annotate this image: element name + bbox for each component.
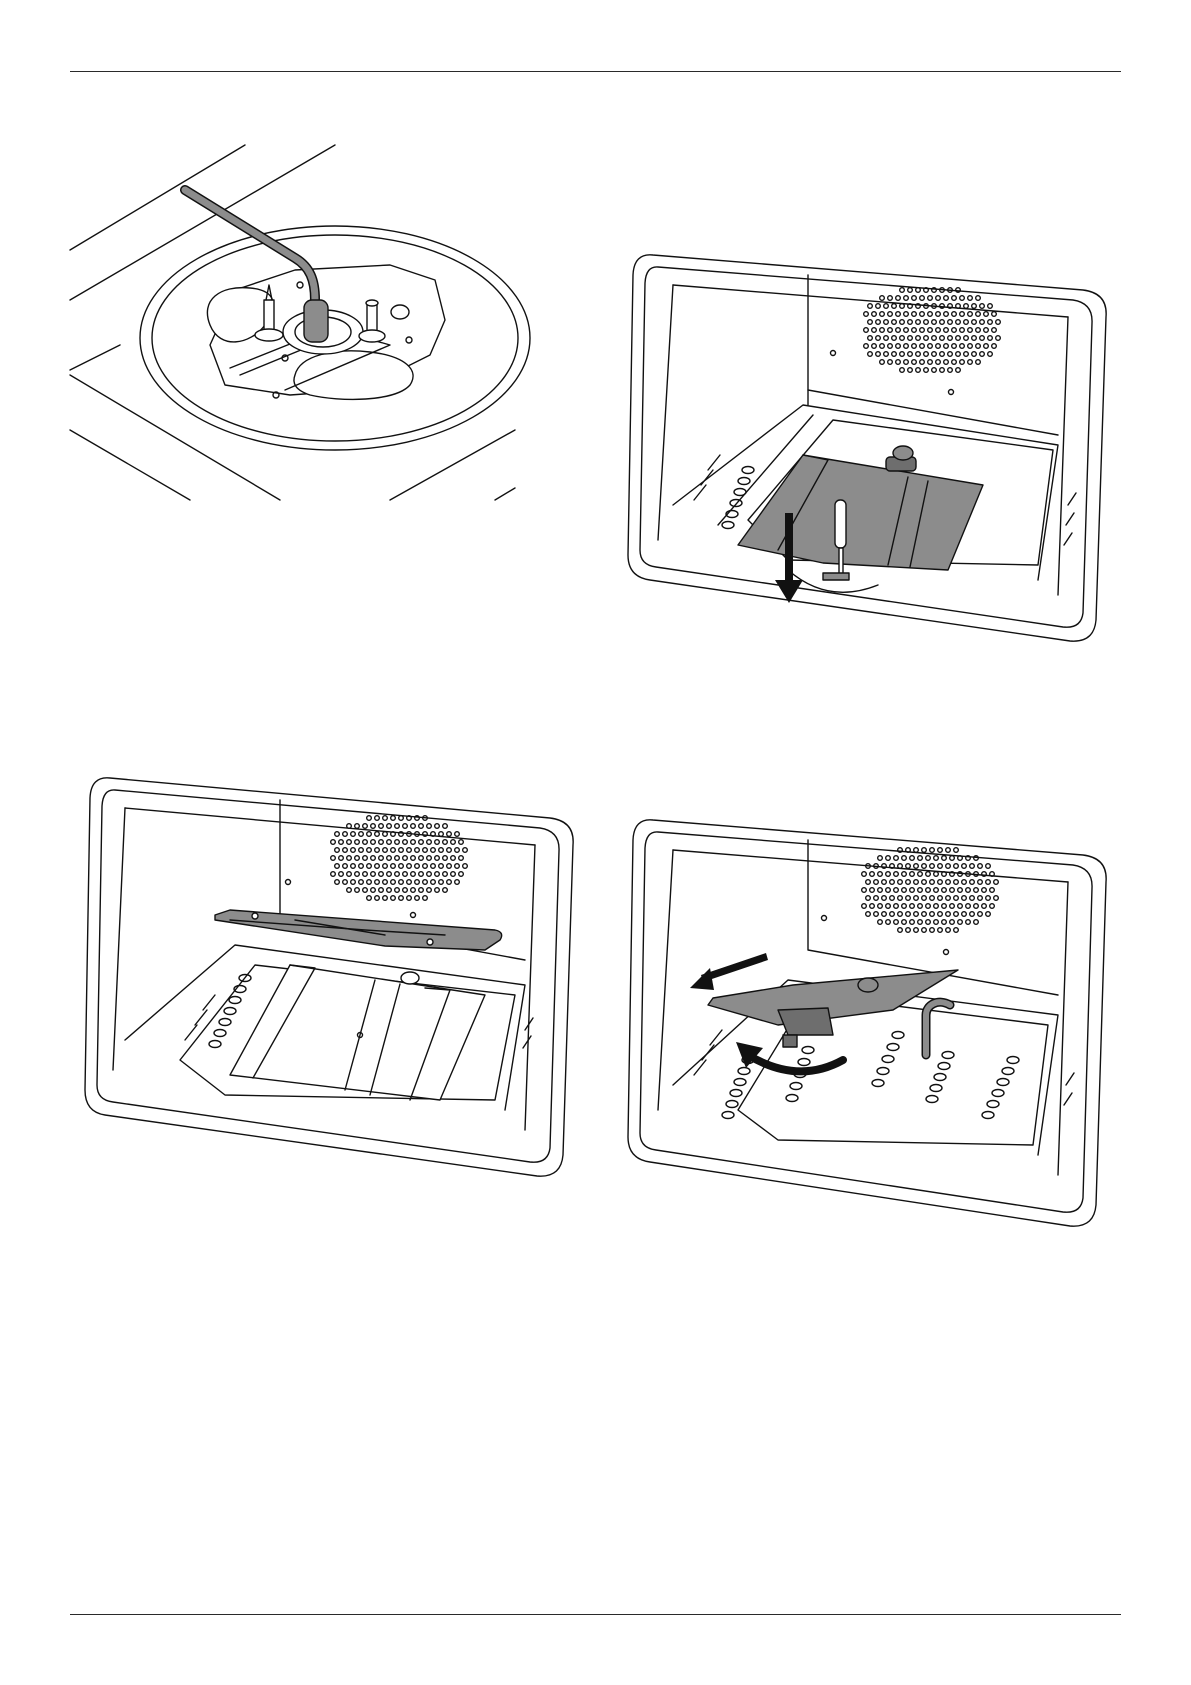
hob-burner-illustration <box>60 140 570 540</box>
oven-burner-removal-icon <box>628 810 1113 1225</box>
oven-remove-burner-illustration <box>628 810 1113 1225</box>
footer-rule <box>70 1614 1121 1615</box>
header-rule <box>70 71 1121 72</box>
oven-cover-removal-icon <box>628 245 1113 660</box>
oven-burner-cover-icon <box>85 770 580 1180</box>
oven-burner-cover-illustration <box>85 770 580 1180</box>
hob-burner-with-tool-icon <box>60 140 570 540</box>
oven-remove-cover-illustration <box>628 245 1113 660</box>
